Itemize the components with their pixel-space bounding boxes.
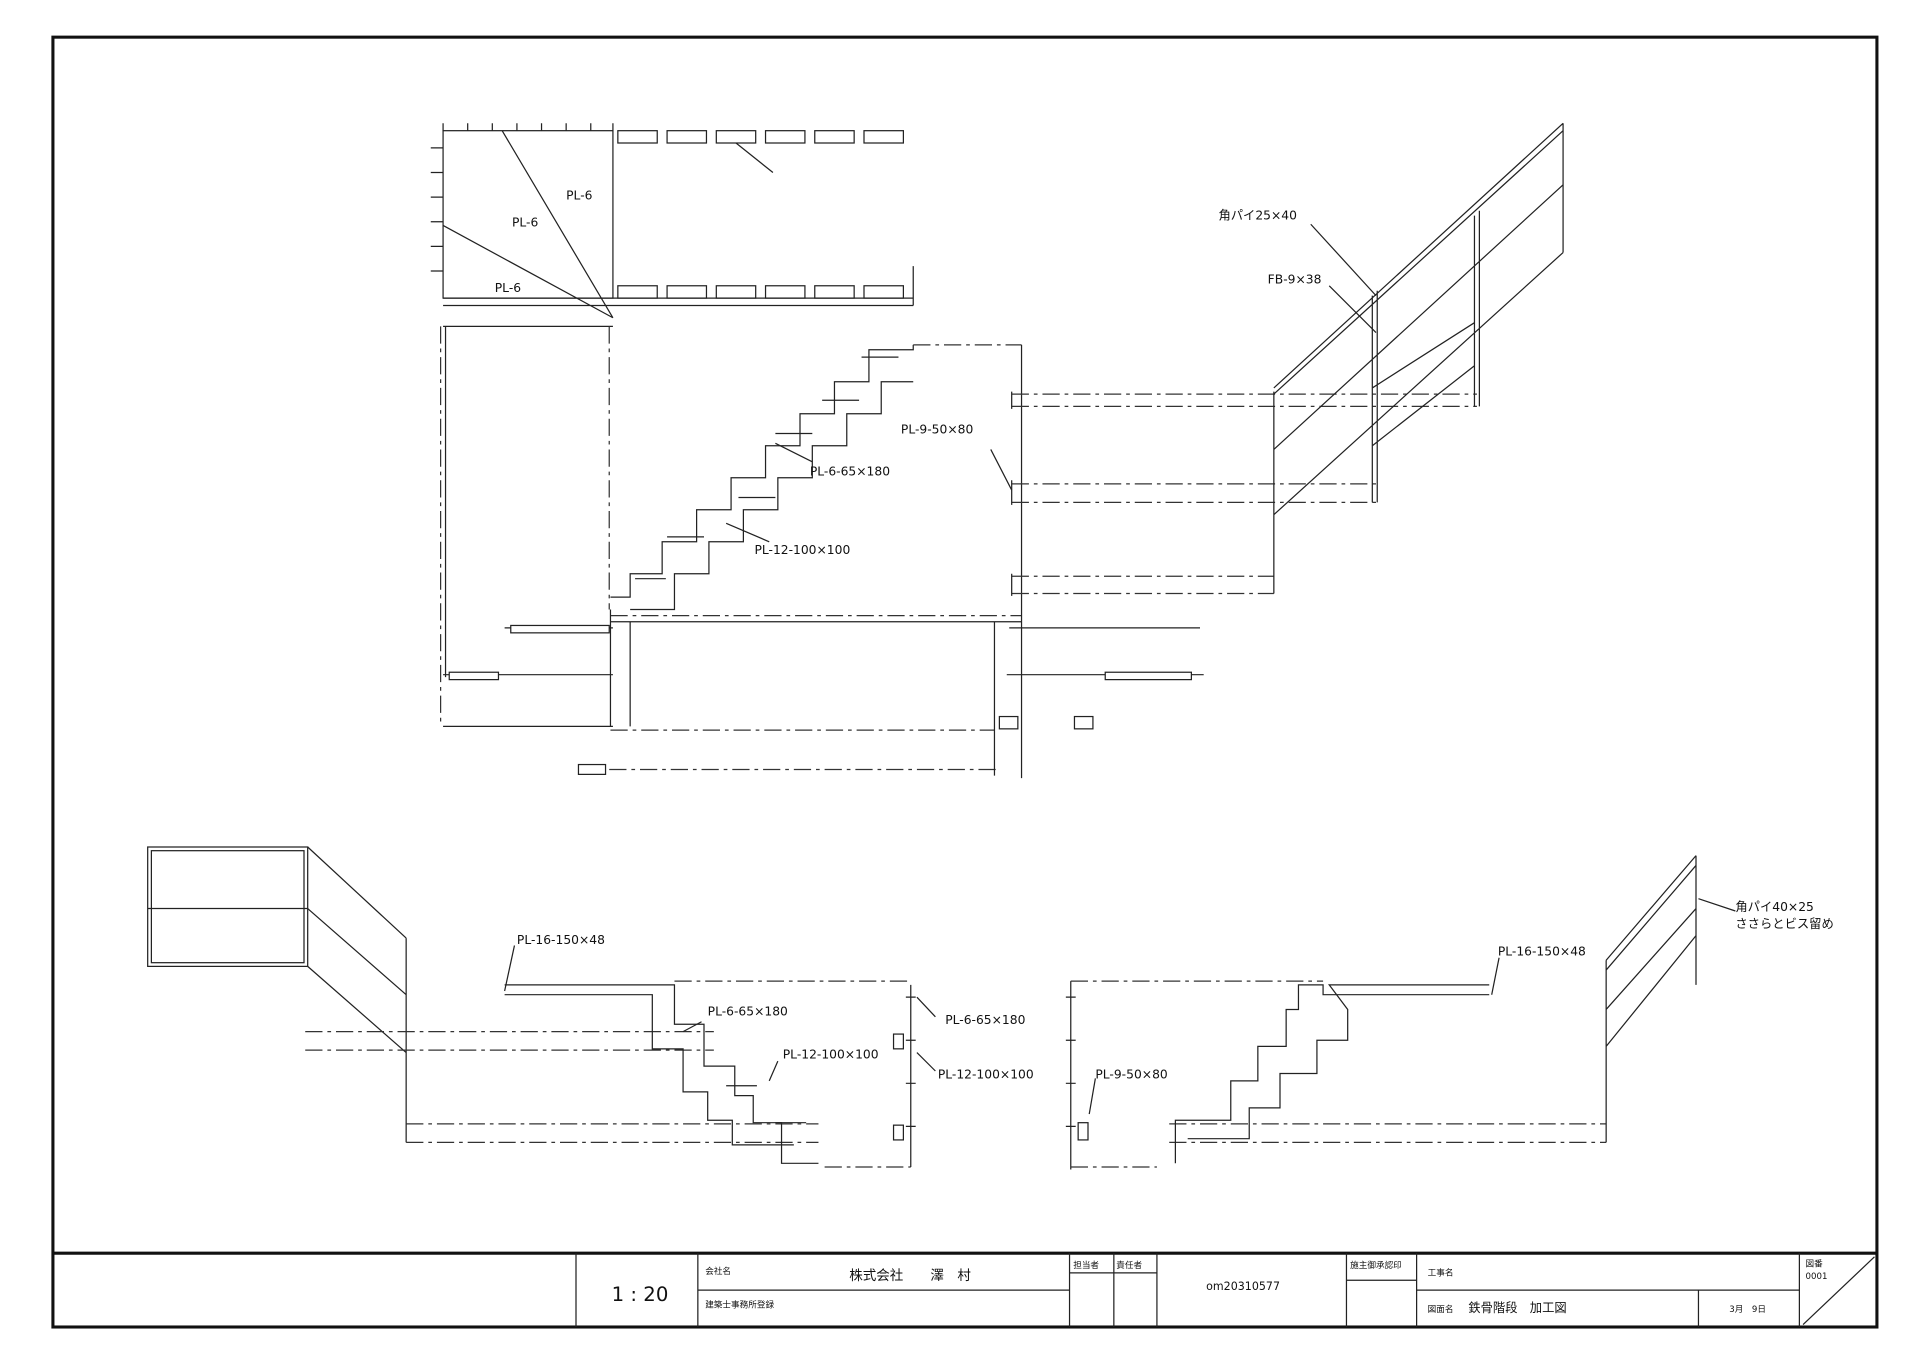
client-approval-label: 施主御承認印 (1350, 1259, 1402, 1271)
label-pl16-left: PL-16-150×48 (517, 933, 605, 947)
responsible-label: 責任者 (1116, 1259, 1142, 1271)
label-pl9-right: PL-9-50×80 (1095, 1067, 1167, 1081)
label-pl12-top: PL-12-100×100 (754, 543, 850, 557)
label-pl6-65-mid: PL-6-65×180 (945, 1013, 1025, 1027)
title-block: 1 : 20 会社名 株式会社 澤 村 建築士事務所登録 担当者 責任者 om2… (52, 1251, 1877, 1328)
upper-railing (1273, 122, 1564, 594)
drawing-name: 鉄骨階段 加工図 (1468, 1300, 1566, 1315)
drawing-name-label: 図面名 (1428, 1303, 1454, 1315)
label-kaku-25x40: 角パイ25×40 (1218, 208, 1297, 222)
sheet-border (51, 35, 1879, 1329)
label-kaku-note: ささらとビス留め (1735, 917, 1833, 931)
annotations: PL-6 PL-6 PL-6 PL-9-50×80 PL-6-65×180 PL… (495, 189, 1834, 1115)
upper-plan-view (430, 122, 1564, 779)
lower-right-elevation (1065, 855, 1697, 1170)
label-pl6-65-left: PL-6-65×180 (708, 1005, 788, 1019)
person-in-charge-label: 担当者 (1073, 1259, 1099, 1271)
label-kaku-40x25: 角パイ40×25 (1735, 900, 1814, 914)
label-fb-9x38: FB-9×38 (1268, 272, 1322, 286)
label-pl6-b: PL-6 (512, 216, 538, 230)
label-pl12-left: PL-12-100×100 (783, 1048, 879, 1062)
project-label: 工事名 (1428, 1266, 1454, 1278)
drawing-no-label: 図番 (1806, 1258, 1824, 1270)
label-pl9-top: PL-9-50×80 (901, 422, 973, 436)
label-pl6-a: PL-6 (566, 189, 592, 203)
registration-label: 建築士事務所登録 (705, 1298, 774, 1310)
lower-left-elevation (147, 846, 916, 1168)
company-name: 株式会社 澤 村 (849, 1268, 971, 1284)
label-pl6-65-top: PL-6-65×180 (810, 464, 890, 478)
drawing-code: om20310577 (1206, 1280, 1280, 1293)
scale-value: 1 : 20 (612, 1283, 669, 1306)
label-pl6-c: PL-6 (495, 281, 521, 295)
drawing-date: 3月 9日 (1729, 1304, 1766, 1315)
label-pl12-mid: PL-12-100×100 (938, 1067, 1034, 1081)
label-pl16-right: PL-16-150×48 (1498, 944, 1586, 958)
drawing-no: 0001 (1806, 1272, 1828, 1282)
company-label: 会社名 (705, 1265, 731, 1277)
top-plates (617, 130, 904, 299)
